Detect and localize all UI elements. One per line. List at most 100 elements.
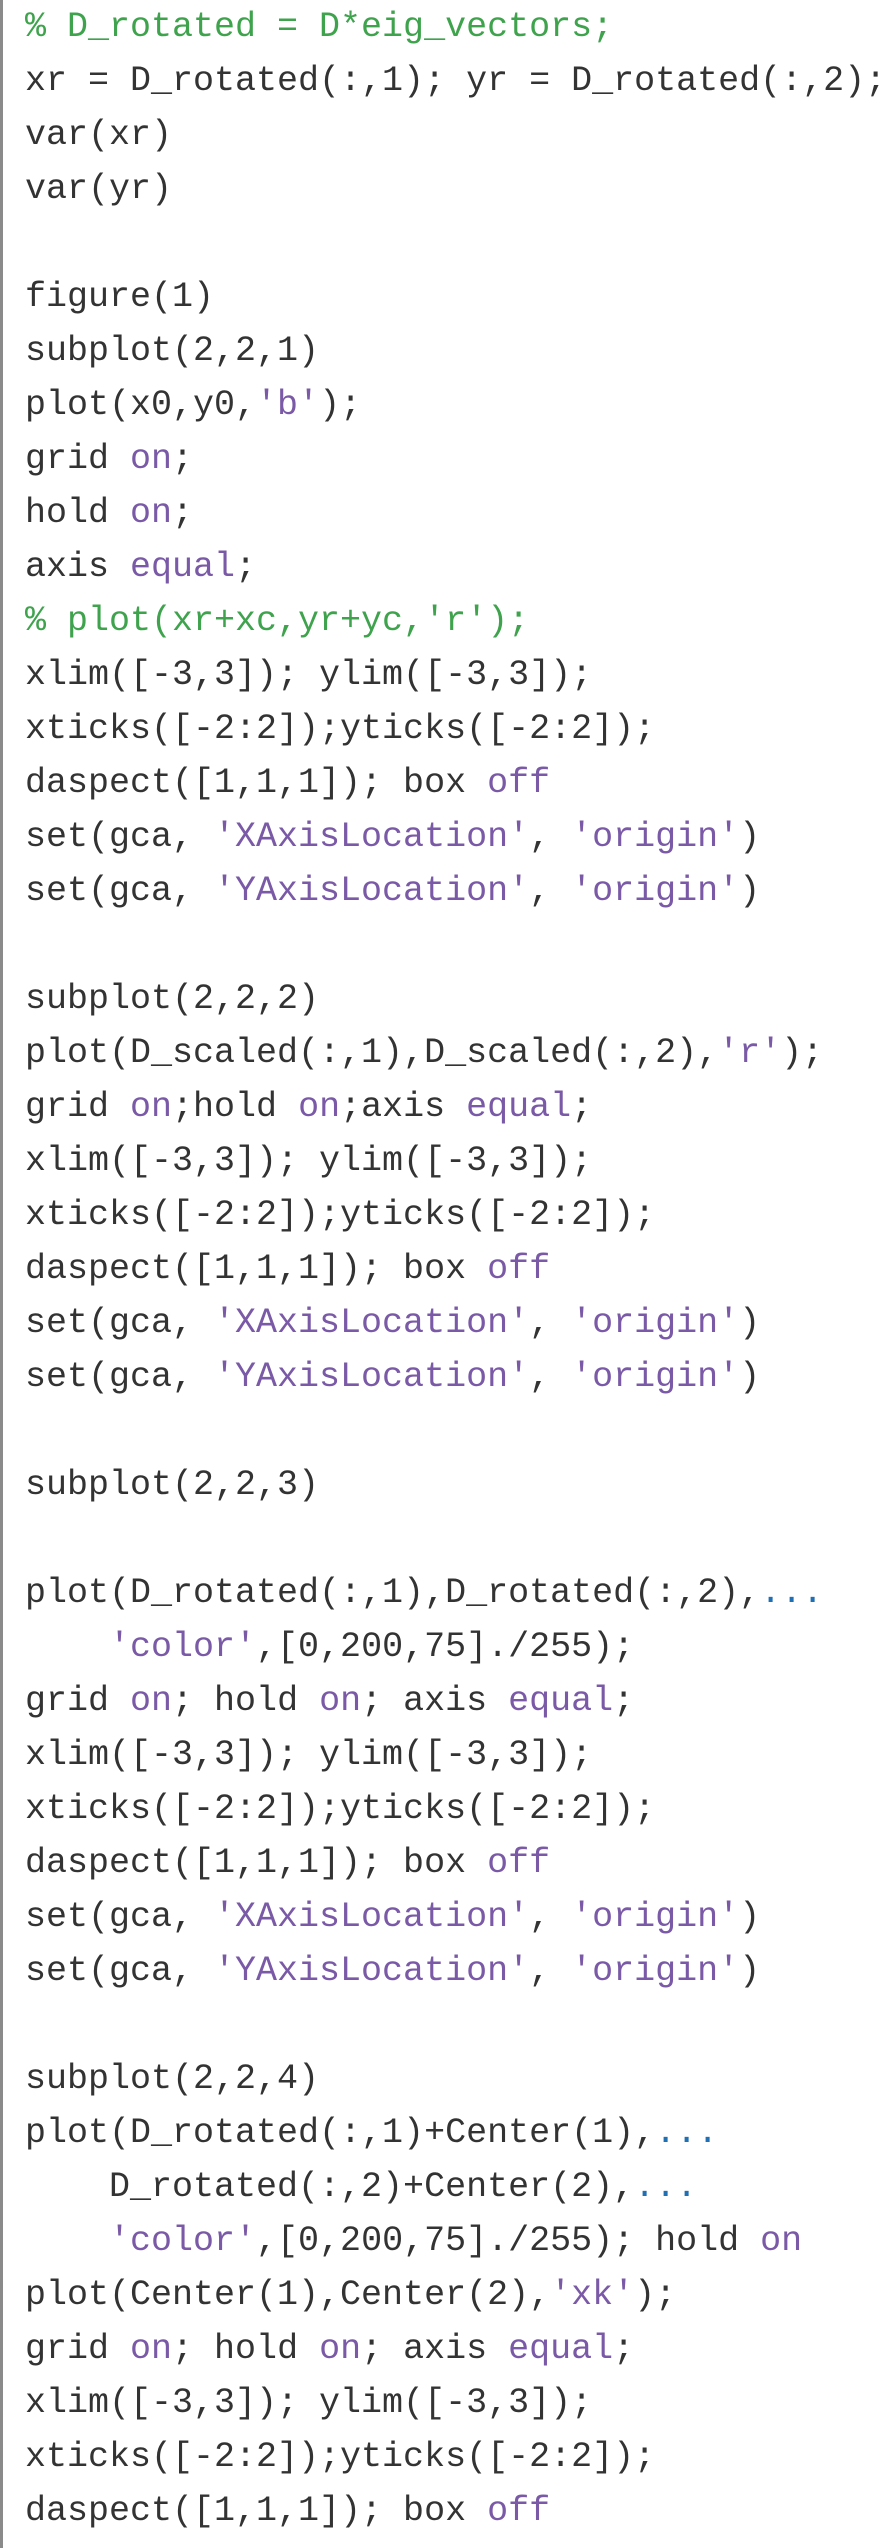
- string-literal: 'XAxisLocation': [214, 1303, 530, 1343]
- code-text: ;: [613, 1681, 635, 1721]
- code-line[interactable]: grid on;: [25, 432, 886, 486]
- keyword-literal: on: [319, 2329, 362, 2369]
- code-line[interactable]: [25, 1998, 886, 2052]
- code-text: grid: [25, 1681, 131, 1721]
- code-text: subplot(2,2,2): [25, 979, 320, 1019]
- code-text: subplot(2,2,1): [25, 331, 320, 371]
- code-line[interactable]: subplot(2,2,1): [25, 324, 886, 378]
- code-text: ,: [529, 1951, 572, 1991]
- code-line[interactable]: plot(D_scaled(:,1),D_scaled(:,2),'r');: [25, 1026, 886, 1080]
- code-text: set(gca,: [25, 1951, 215, 1991]
- code-line[interactable]: D_rotated(:,2)+Center(2),...: [25, 2160, 886, 2214]
- code-line[interactable]: [25, 216, 886, 270]
- code-line[interactable]: xr = D_rotated(:,1); yr = D_rotated(:,2)…: [25, 54, 886, 108]
- string-literal: 'origin': [571, 871, 740, 911]
- keyword-literal: on: [130, 439, 173, 479]
- code-text: );: [634, 2275, 677, 2315]
- code-line[interactable]: [25, 1404, 886, 1458]
- code-text: xlim([-3,3]); ylim([-3,3]);: [25, 1141, 593, 1181]
- code-line[interactable]: 'color',[0,200,75]./255); hold on: [25, 2214, 886, 2268]
- code-line[interactable]: subplot(2,2,4): [25, 2052, 886, 2106]
- code-line[interactable]: daspect([1,1,1]); box off: [25, 1242, 886, 1296]
- code-line[interactable]: xlim([-3,3]); ylim([-3,3]);: [25, 1134, 886, 1188]
- code-text: ): [739, 1897, 761, 1937]
- code-line[interactable]: set(gca, 'XAxisLocation', 'origin'): [25, 810, 886, 864]
- code-line[interactable]: grid on;hold on;axis equal;: [25, 1080, 886, 1134]
- code-line[interactable]: [25, 918, 886, 972]
- string-literal: 'color': [109, 1627, 257, 1667]
- code-line[interactable]: [25, 1512, 886, 1566]
- code-text: xticks([-2:2]);yticks([-2:2]);: [25, 1195, 656, 1235]
- code-line[interactable]: var(xr): [25, 108, 886, 162]
- code-line[interactable]: subplot(2,2,2): [25, 972, 886, 1026]
- code-text: ,: [529, 1357, 572, 1397]
- code-line[interactable]: grid on; hold on; axis equal;: [25, 2322, 886, 2376]
- code-line[interactable]: xlim([-3,3]); ylim([-3,3]);: [25, 2376, 886, 2430]
- code-line[interactable]: set(gca, 'XAxisLocation', 'origin'): [25, 1890, 886, 1944]
- code-text: grid: [25, 439, 131, 479]
- code-text: ;: [613, 2329, 635, 2369]
- code-text: ;hold: [172, 1087, 299, 1127]
- code-line[interactable]: grid on; hold on; axis equal;: [25, 1674, 886, 1728]
- code-line[interactable]: xticks([-2:2]);yticks([-2:2]);: [25, 1782, 886, 1836]
- code-line[interactable]: xlim([-3,3]); ylim([-3,3]);: [25, 1728, 886, 1782]
- code-text: grid: [25, 2329, 131, 2369]
- code-line[interactable]: daspect([1,1,1]); box off: [25, 1836, 886, 1890]
- code-line[interactable]: plot(x0,y0,'b');: [25, 378, 886, 432]
- code-line[interactable]: % plot(xr+xc,yr+yc,'r');: [25, 594, 886, 648]
- code-line[interactable]: var(yr): [25, 162, 886, 216]
- code-line[interactable]: axis equal;: [25, 540, 886, 594]
- code-line[interactable]: plot(Center(1),Center(2),'xk');: [25, 2268, 886, 2322]
- code-line[interactable]: daspect([1,1,1]); box off: [25, 756, 886, 810]
- code-text: ; axis: [361, 2329, 509, 2369]
- code-line[interactable]: xticks([-2:2]);yticks([-2:2]);: [25, 1188, 886, 1242]
- code-text: set(gca,: [25, 1897, 215, 1937]
- code-line[interactable]: set(gca, 'YAxisLocation', 'origin'): [25, 864, 886, 918]
- keyword-literal: equal: [508, 2329, 614, 2369]
- code-text: );: [781, 1033, 824, 1073]
- code-text: ,: [529, 871, 572, 911]
- code-line[interactable]: hold on;: [25, 486, 886, 540]
- code-line[interactable]: plot(D_rotated(:,1),D_rotated(:,2),...: [25, 1566, 886, 1620]
- code-text: plot(x0,y0,: [25, 385, 257, 425]
- code-text: xlim([-3,3]); ylim([-3,3]);: [25, 655, 593, 695]
- keyword-literal: equal: [130, 547, 236, 587]
- code-text: ; axis: [361, 1681, 509, 1721]
- code-line[interactable]: set(gca, 'XAxisLocation', 'origin'): [25, 1296, 886, 1350]
- code-line[interactable]: xlim([-3,3]); ylim([-3,3]);: [25, 648, 886, 702]
- line-continuation: ...: [634, 2167, 698, 2207]
- keyword-literal: on: [319, 1681, 362, 1721]
- code-line[interactable]: xticks([-2:2]);yticks([-2:2]);: [25, 2430, 886, 2484]
- code-line[interactable]: set(gca, 'YAxisLocation', 'origin'): [25, 1350, 886, 1404]
- code-text: axis: [25, 547, 131, 587]
- code-line[interactable]: daspect([1,1,1]); box off: [25, 2484, 886, 2538]
- keyword-literal: equal: [508, 1681, 614, 1721]
- keyword-literal: on: [130, 493, 173, 533]
- code-text: ,[0,200,75]./255); hold: [256, 2221, 761, 2261]
- string-literal: 'color': [109, 2221, 257, 2261]
- code-line[interactable]: set(gca, 'YAxisLocation', 'origin'): [25, 1944, 886, 1998]
- code-text: daspect([1,1,1]); box: [25, 1249, 488, 1289]
- keyword-literal: on: [130, 1087, 173, 1127]
- code-text: subplot(2,2,3): [25, 1465, 320, 1505]
- keyword-literal: off: [487, 1249, 551, 1289]
- comment-text: % plot(xr+xc,yr+yc,'r');: [25, 601, 530, 641]
- code-text: xr = D_rotated(:,1); yr = D_rotated(:,2)…: [25, 61, 887, 101]
- keyword-literal: off: [487, 2491, 551, 2531]
- code-text: xticks([-2:2]);yticks([-2:2]);: [25, 2437, 656, 2477]
- line-continuation: ...: [655, 2113, 719, 2153]
- code-text: grid: [25, 1087, 131, 1127]
- code-listing[interactable]: % D_rotated = D*eig_vectors;xr = D_rotat…: [25, 0, 886, 2538]
- code-line[interactable]: subplot(2,2,3): [25, 1458, 886, 1512]
- keyword-literal: on: [130, 2329, 173, 2369]
- code-line[interactable]: 'color',[0,200,75]./255);: [25, 1620, 886, 1674]
- keyword-literal: equal: [466, 1087, 572, 1127]
- code-line[interactable]: plot(D_rotated(:,1)+Center(1),...: [25, 2106, 886, 2160]
- string-literal: 'origin': [571, 1303, 740, 1343]
- code-text: xticks([-2:2]);yticks([-2:2]);: [25, 709, 656, 749]
- code-text: [25, 2221, 109, 2261]
- code-line[interactable]: figure(1): [25, 270, 886, 324]
- code-line[interactable]: % D_rotated = D*eig_vectors;: [25, 0, 886, 54]
- code-line[interactable]: xticks([-2:2]);yticks([-2:2]);: [25, 702, 886, 756]
